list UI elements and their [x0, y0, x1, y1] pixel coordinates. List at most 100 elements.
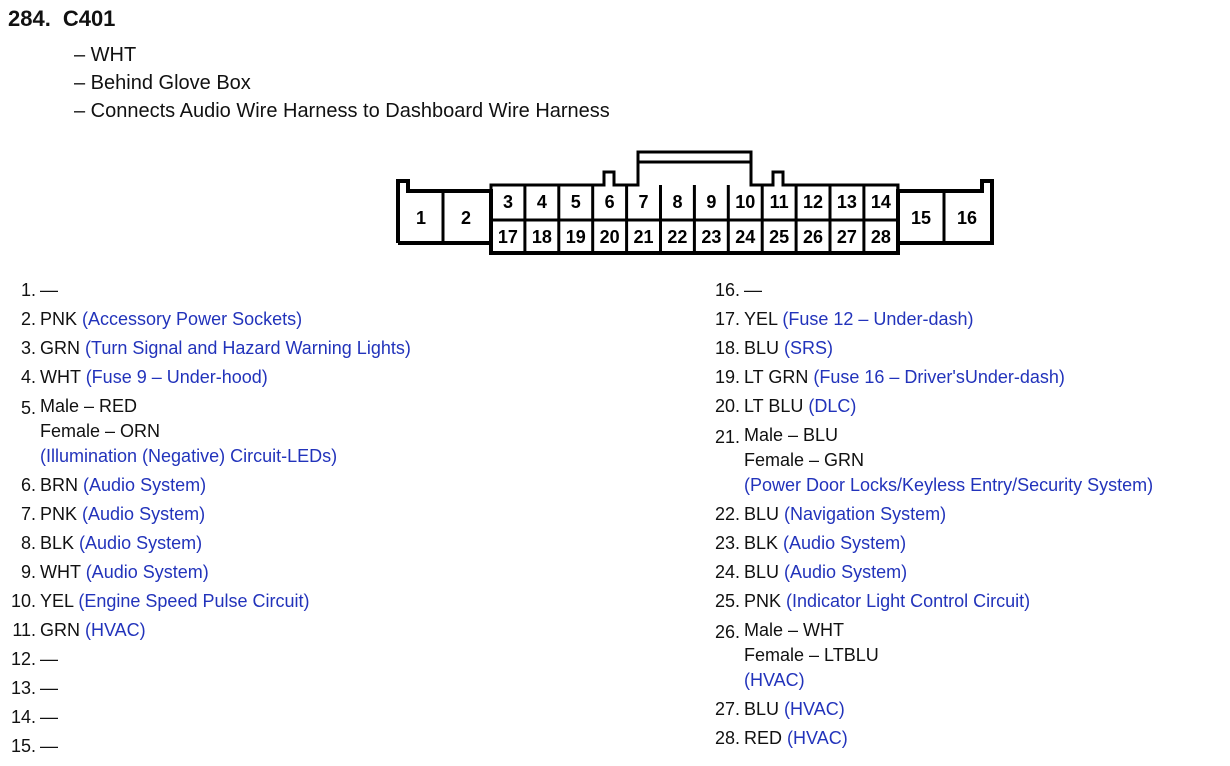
pin-line: (Power Door Locks/Keyless Entry/Security…: [744, 473, 1153, 498]
pin-number-label: 13: [837, 192, 857, 212]
circuit-description: (Indicator Light Control Circuit): [786, 591, 1031, 611]
pin-line: LT BLU (DLC): [744, 396, 856, 416]
wire-color: Female – ORN: [40, 421, 161, 441]
pin-number: 4.: [20, 367, 36, 387]
pin-number-label: 2: [461, 208, 471, 228]
pin-line: RED (HVAC): [744, 728, 848, 748]
connector-id: C401: [62, 6, 116, 31]
wire-color: WHT: [40, 562, 81, 582]
pin-number-label: 24: [735, 227, 755, 247]
circuit-description: (Accessory Power Sockets): [82, 309, 303, 329]
pin-entry: 13.—: [0, 674, 411, 703]
pin-list-left: 1.— 2. PNK (Accessory Power Sockets) 3.GRN …: [0, 276, 411, 761]
pin-line: BLU (SRS): [744, 338, 833, 358]
pin-list-right: 16.—17.YEL (Fuse 12 – Under-dash)18.BLU …: [704, 276, 1153, 753]
circuit-description: (Audio System): [82, 504, 206, 524]
pin-number: 2.: [20, 309, 36, 329]
circuit-description: (DLC): [808, 396, 857, 416]
pin-number-label: 20: [600, 227, 620, 247]
wire-color: GRN: [40, 620, 80, 640]
wire-color: Male – RED: [40, 396, 138, 416]
pin-entry: 1.—: [0, 276, 411, 305]
wire-color: BLK: [744, 533, 779, 553]
pin-number: 28.: [714, 728, 740, 748]
wire-color: BLU: [744, 338, 780, 358]
section-number: 284.: [8, 6, 51, 31]
wire-color: —: [40, 736, 58, 756]
wire-color: PNK: [40, 504, 78, 524]
wire-color: BRN: [40, 475, 79, 495]
wire-color: BLU: [744, 699, 780, 719]
pin-number: 19.: [714, 367, 740, 387]
pin-number-label: 7: [639, 192, 649, 212]
pin-number-label: 22: [667, 227, 687, 247]
pin-number: 10.: [10, 591, 36, 611]
pin-line: —: [40, 707, 58, 727]
pin-number-label: 9: [706, 192, 716, 212]
pin-line: Male – BLU: [744, 423, 1153, 448]
pin-line: GRN (HVAC): [40, 620, 146, 640]
pin-number: 13.: [10, 678, 36, 698]
pin-number: 8.: [20, 533, 36, 553]
circuit-description: (HVAC): [744, 670, 805, 690]
pin-line: PNK (Audio System): [40, 504, 205, 524]
pin-number: 14.: [10, 707, 36, 727]
pin-number-label: 16: [957, 208, 977, 228]
circuit-description: (Audio System): [83, 475, 207, 495]
wire-color: —: [744, 280, 762, 300]
pin-number-label: 19: [566, 227, 586, 247]
pin-entry: 18.BLU (SRS): [704, 334, 1153, 363]
pin-line: —: [40, 736, 58, 756]
pin-entry: 20.LT BLU (DLC): [704, 392, 1153, 421]
circuit-description: (Fuse 12 – Under-dash): [782, 309, 974, 329]
pin-line: GRN (Turn Signal and Hazard Warning Ligh…: [40, 338, 411, 358]
wire-color: BLU: [744, 504, 780, 524]
circuit-description: (Audio System): [85, 562, 209, 582]
wire-color: YEL: [744, 309, 778, 329]
pin-number-label: 15: [911, 208, 931, 228]
pin-entry: 23.BLK (Audio System): [704, 529, 1153, 558]
pin-line: BLU (Audio System): [744, 562, 907, 582]
wire-color: LT GRN: [744, 367, 809, 387]
pin-line: BLU (HVAC): [744, 699, 845, 719]
pin-number: 9.: [20, 562, 36, 582]
connector-lock-tab: [636, 150, 753, 164]
connector-description: – Connects Audio Wire Harness to Dashboa…: [74, 100, 610, 122]
circuit-description: (Audio System): [784, 562, 908, 582]
pin-number-label: 12: [803, 192, 823, 212]
wire-color: —: [40, 649, 58, 669]
pin-entry: 7.PNK (Audio System): [0, 500, 411, 529]
wire-color: Male – WHT: [744, 620, 845, 640]
pin-entry: 16.—: [704, 276, 1153, 305]
pin-number-label: 14: [871, 192, 891, 212]
pin-number: 20.: [714, 396, 740, 416]
pin-line: BRN (Audio System): [40, 475, 206, 495]
pin-number-label: 23: [701, 227, 721, 247]
circuit-description: (HVAC): [787, 728, 848, 748]
pin-number: 21.: [714, 427, 740, 447]
pin-line: —: [744, 280, 762, 300]
pin-line: PNK (Indicator Light Control Circuit): [744, 591, 1030, 611]
pin-line: Female – ORN: [40, 419, 411, 444]
circuit-description: (Illumination (Negative) Circuit-LEDs): [40, 446, 338, 466]
pin-line: Female – LTBLU: [744, 643, 1153, 668]
circuit-description: (SRS): [784, 338, 834, 358]
circuit-description: (Navigation System): [784, 504, 947, 524]
pin-line: Male – RED: [40, 394, 411, 419]
pin-number-label: 26: [803, 227, 823, 247]
pin-number-label: 25: [769, 227, 789, 247]
pin-number-label: 17: [498, 227, 518, 247]
pin-number-label: 11: [770, 192, 789, 212]
circuit-description: (Engine Speed Pulse Circuit): [78, 591, 310, 611]
pin-entry: 24.BLU (Audio System): [704, 558, 1153, 587]
pin-entry: 3.GRN (Turn Signal and Hazard Warning Li…: [0, 334, 411, 363]
page-title: 284. C401: [8, 6, 115, 32]
circuit-description: (HVAC): [85, 620, 146, 640]
pin-entry: 11.GRN (HVAC): [0, 616, 411, 645]
pin-number: 24.: [714, 562, 740, 582]
circuit-description: (Audio System): [79, 533, 203, 553]
pin-entry: 15.—: [0, 732, 411, 761]
pin-entry: 4.WHT (Fuse 9 – Under-hood): [0, 363, 411, 392]
pin-number-label: 28: [871, 227, 891, 247]
